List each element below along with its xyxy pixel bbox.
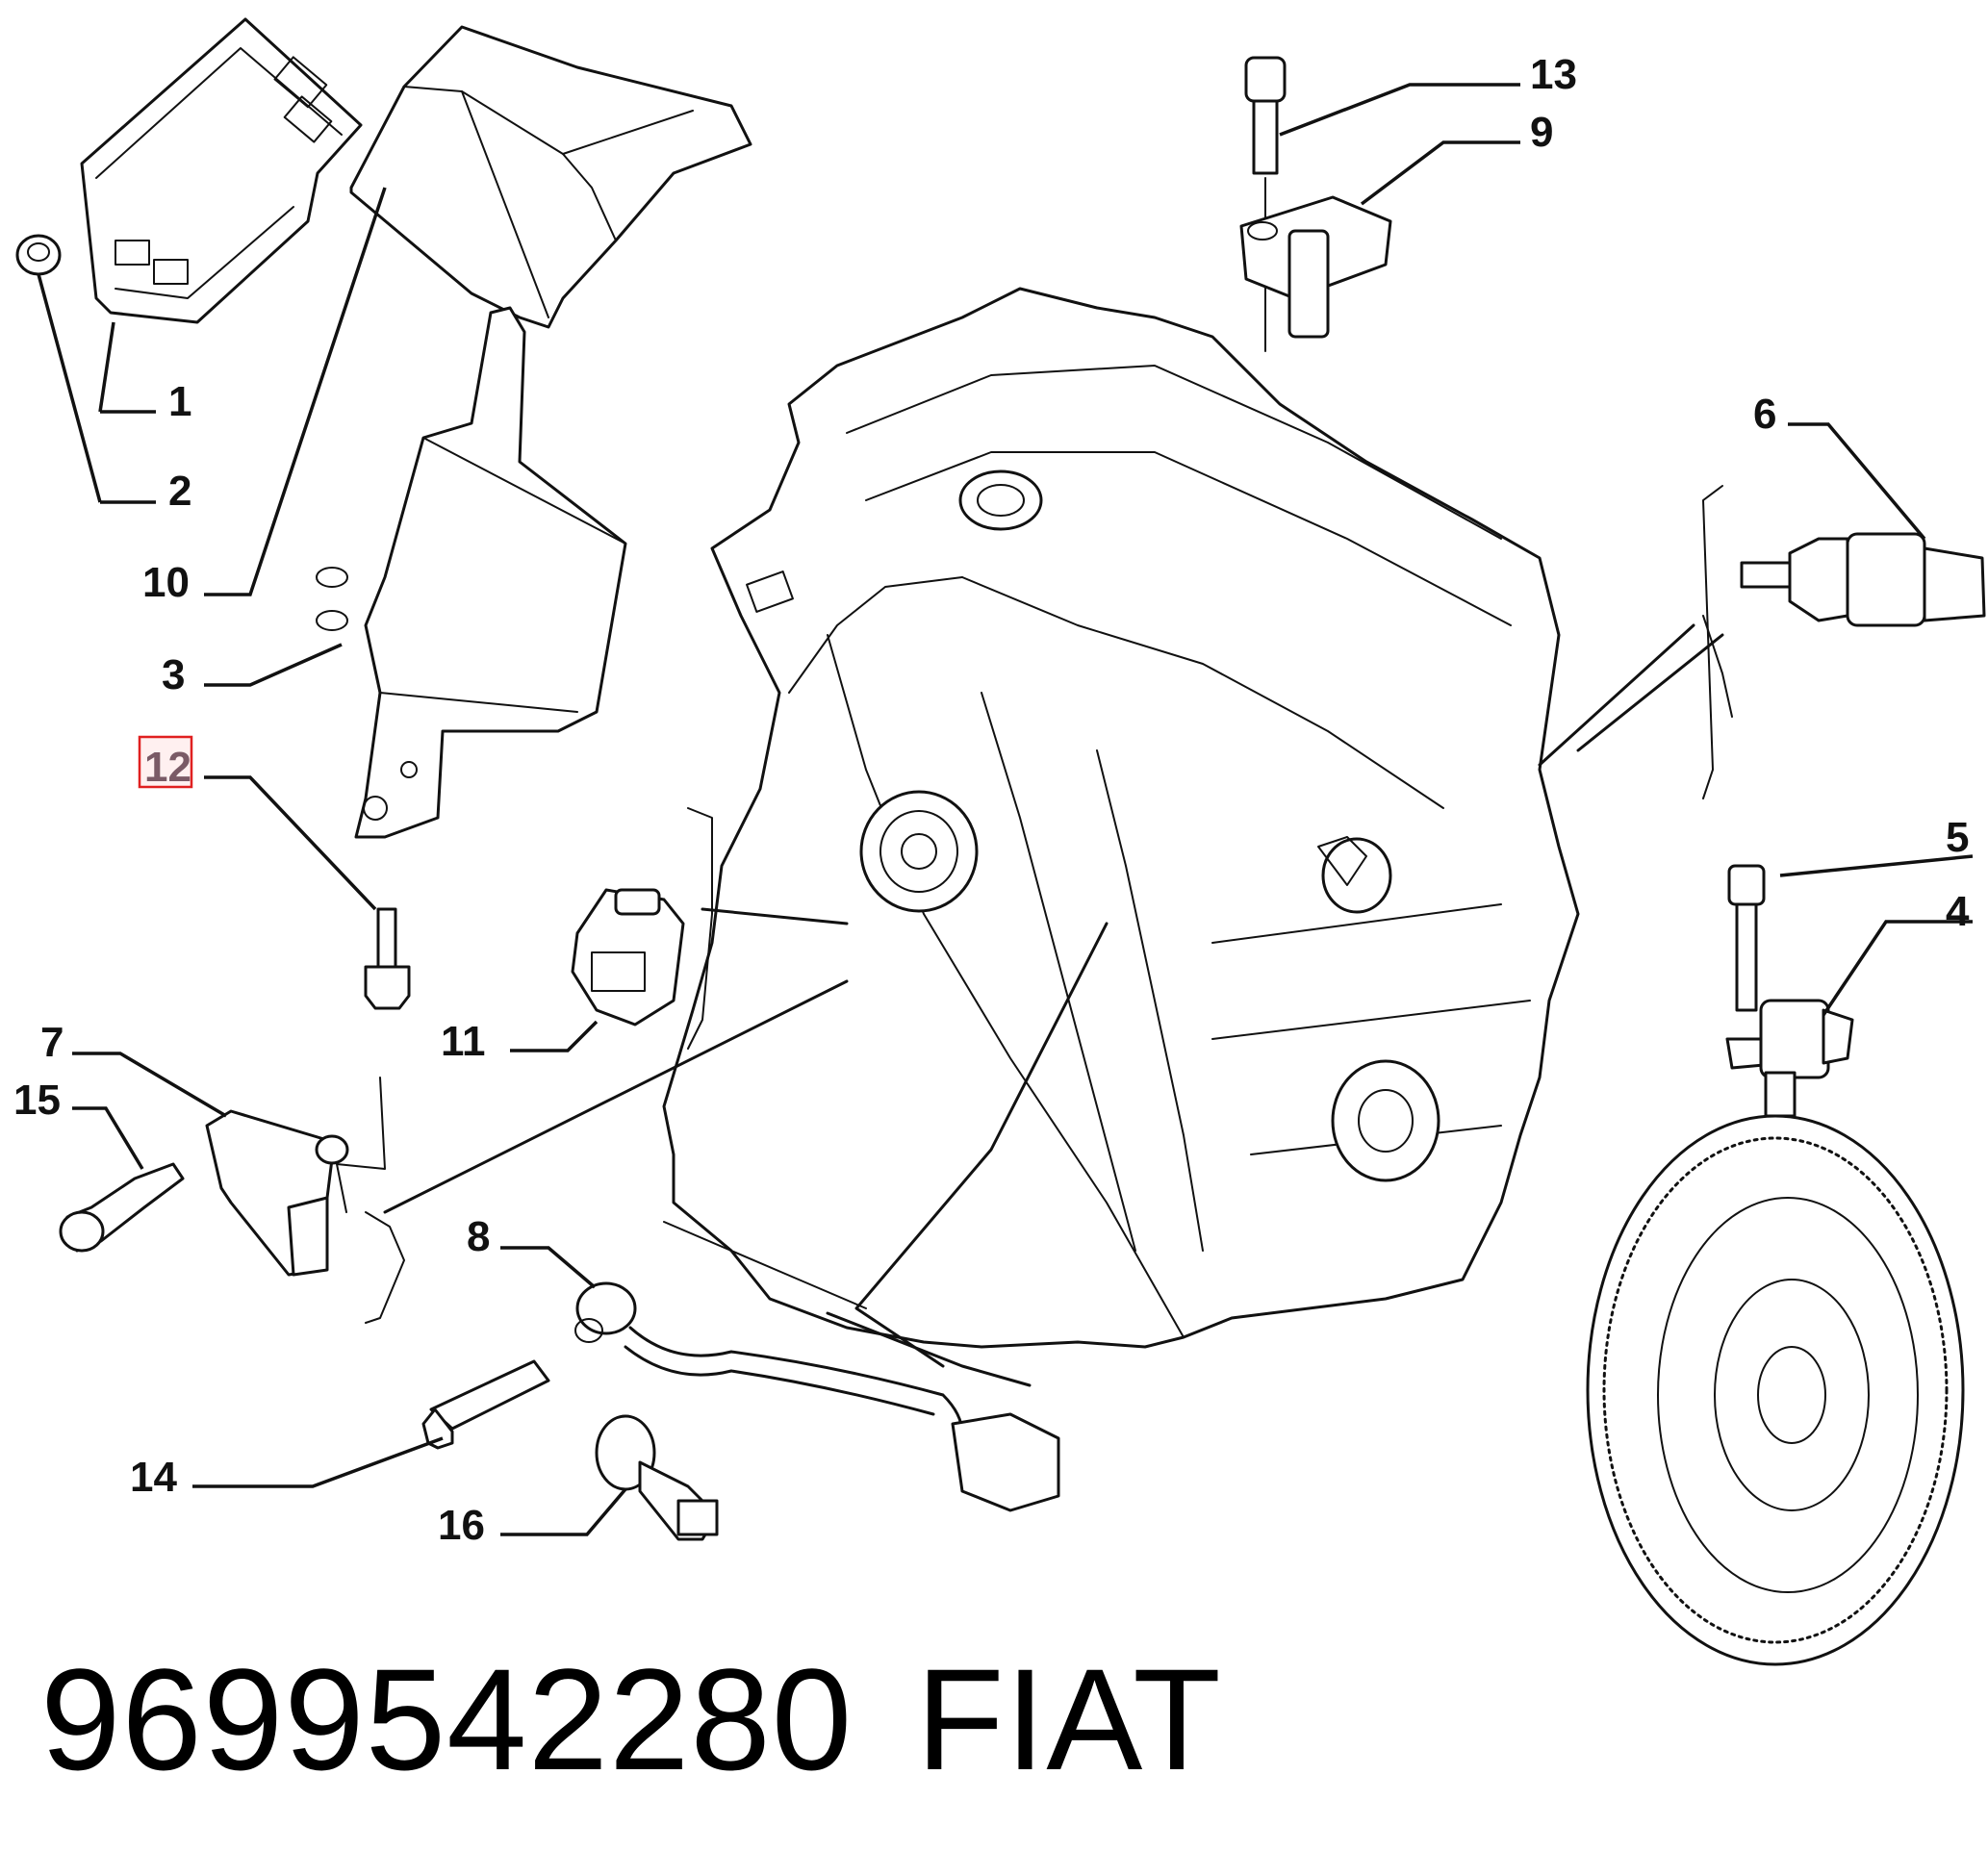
part-label-5: 5 <box>1946 814 1969 861</box>
part-number-text: 9699542280 <box>40 1638 854 1800</box>
knock-sensor-drawing <box>421 1281 1060 1541</box>
part-label-4: 4 <box>1946 888 1970 935</box>
bracket-bolt-drawing <box>364 907 411 1010</box>
throttle-sensor-drawing <box>571 888 685 1027</box>
part-label-13: 13 <box>1530 51 1577 98</box>
ecu-module-drawing <box>80 17 363 324</box>
nut-drawing <box>15 234 62 276</box>
brand-text: FIAT <box>916 1638 1222 1800</box>
map-sensor-drawing <box>59 1109 349 1277</box>
part-label-2: 2 <box>168 468 191 515</box>
heat-shield-drawing <box>349 25 752 329</box>
flywheel-drawing <box>1586 1114 1965 1666</box>
part-label-7: 7 <box>40 1019 64 1066</box>
crank-sensor-assembly-drawing <box>1725 864 1854 1118</box>
cam-sensor-assembly-drawing <box>1239 56 1392 352</box>
reference-lines <box>336 485 1733 1387</box>
leader-lines <box>37 83 1974 1536</box>
temperature-sensor-drawing <box>1740 532 1986 627</box>
part-labels: 1 2 10 3 12 11 7 15 8 14 16 13 9 6 5 4 <box>13 51 1970 1549</box>
part-label-11: 11 <box>441 1018 486 1065</box>
part-label-10: 10 <box>142 559 190 606</box>
part-label-14: 14 <box>130 1454 177 1501</box>
part-label-3: 3 <box>162 651 185 698</box>
part-label-6: 6 <box>1753 391 1776 438</box>
part-label-12: 12 <box>144 744 191 791</box>
part-label-9: 9 <box>1530 109 1553 156</box>
engine-block-drawing <box>662 287 1580 1349</box>
ecu-bracket-drawing <box>316 306 627 839</box>
part-label-16: 16 <box>438 1502 485 1549</box>
part-label-8: 8 <box>467 1213 490 1260</box>
part-label-1: 1 <box>168 378 191 425</box>
part-label-15: 15 <box>13 1077 61 1124</box>
part-label-12-highlight <box>138 735 193 789</box>
